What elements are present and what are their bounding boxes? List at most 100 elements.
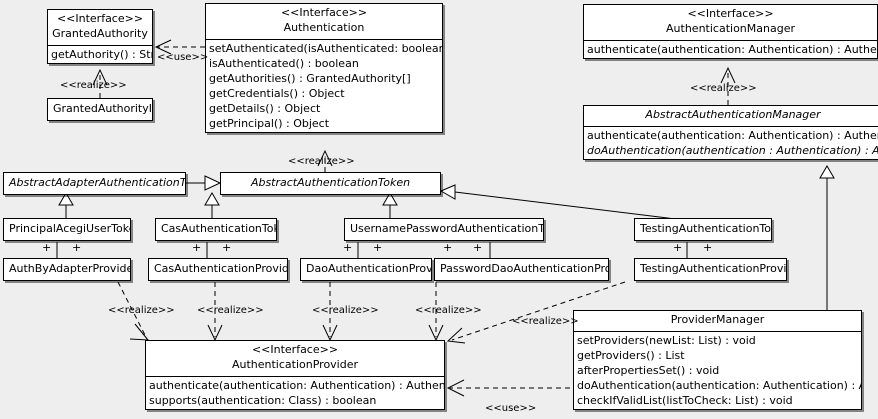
edge-label-realize-providermanager: <<realize>> <box>512 316 579 327</box>
class-header: <<Interface>> GrantedAuthority <box>48 10 152 45</box>
class-granted-authority-impl[interactable]: GrantedAuthorityImpl <box>47 98 153 121</box>
edge-label-realize-passworddao: <<realize>> <box>415 305 482 316</box>
class-name: GrantedAuthority <box>52 26 148 40</box>
class-name: AbstractAdapterAuthenticationToken <box>9 176 186 189</box>
edge-generalization-usernamepasswordtoken <box>382 192 398 218</box>
edge-generalization-providermanager-to-abstractmanager <box>819 165 835 310</box>
class-name: CasAuthenticationProvider <box>154 262 288 275</box>
method-row: getPrincipal() : Object <box>209 116 330 130</box>
class-name: ProviderManager <box>670 313 765 326</box>
class-name: UsernamePasswordAuthenticationToken <box>350 222 544 235</box>
class-name: DaoAuthenticationProvider <box>306 262 432 275</box>
class-header: CasAuthenticationToken <box>156 219 276 240</box>
assoc-plus-marker: + <box>192 241 202 254</box>
method-compartment: authenticate(authentication: Authenticat… <box>584 125 878 159</box>
class-header: CasAuthenticationProvider <box>149 259 287 280</box>
method-row: authenticate(authentication: Authenticat… <box>149 378 444 392</box>
assoc-plus-marker: + <box>703 241 713 254</box>
method-row: authenticate(authentication: Authenticat… <box>587 128 878 142</box>
class-principal-acegi-user-token[interactable]: PrincipalAcegiUserToken <box>3 218 131 241</box>
class-provider-manager[interactable]: ProviderManager setProviders(newList: Li… <box>573 310 862 410</box>
method-row: isAuthenticated() : boolean <box>209 56 359 70</box>
class-header: <<Interface>> AuthenticationManager <box>584 5 877 40</box>
edge-label-use-providermanager: <<use>> <box>485 403 537 414</box>
assoc-plus-marker: + <box>343 241 353 254</box>
class-abstract-adapter-authentication-token[interactable]: AbstractAdapterAuthenticationToken <box>3 172 186 195</box>
class-header: ProviderManager <box>574 311 861 331</box>
class-cas-authentication-token[interactable]: CasAuthenticationToken <box>155 218 277 241</box>
edge-label-realize-dao: <<realize>> <box>312 305 379 316</box>
class-header: AbstractAdapterAuthenticationToken <box>4 173 185 194</box>
assoc-plus-marker: + <box>72 241 82 254</box>
class-testing-authentication-provider[interactable]: TestingAuthenticationProvider <box>634 258 787 281</box>
assoc-plus-marker: + <box>673 241 683 254</box>
class-name: CasAuthenticationToken <box>161 222 276 235</box>
assoc-plus-marker: + <box>373 241 383 254</box>
assoc-plus-marker: + <box>42 241 52 254</box>
class-name: TestingAuthenticationToken <box>640 222 772 235</box>
edge-label-realize-cas: <<realize>> <box>197 305 264 316</box>
class-abstract-authentication-manager[interactable]: AbstractAuthenticationManager authentica… <box>583 105 878 160</box>
edge-generalization-testingauthenticationtoken <box>439 184 701 223</box>
method-row: doAuthentication(authentication: Authent… <box>577 378 861 392</box>
class-cas-authentication-provider[interactable]: CasAuthenticationProvider <box>148 258 288 281</box>
class-testing-authentication-token[interactable]: TestingAuthenticationToken <box>634 218 772 241</box>
class-authentication[interactable]: <<Interface>> Authentication setAuthenti… <box>205 3 443 133</box>
assoc-plus-marker: + <box>222 241 232 254</box>
class-header: TestingAuthenticationProvider <box>635 259 786 280</box>
class-header: TestingAuthenticationToken <box>635 219 771 240</box>
class-abstract-authentication-token[interactable]: AbstractAuthenticationToken <box>220 172 441 195</box>
class-name: TestingAuthenticationProvider <box>640 262 787 275</box>
method-row: afterPropertiesSet() : void <box>577 363 720 377</box>
class-name: Authentication <box>283 20 365 34</box>
method-compartment: setProviders(newList: List) : void getPr… <box>574 330 861 409</box>
class-granted-authority[interactable]: <<Interface>> GrantedAuthority getAuthor… <box>47 9 153 64</box>
class-authentication-provider[interactable]: <<Interface>> AuthenticationProvider aut… <box>145 340 445 410</box>
method-row: getProviders() : List <box>577 348 685 362</box>
class-header: AuthByAdapterProvider <box>4 259 130 280</box>
edge-label-realize-authbyadapter: <<realize>> <box>108 305 175 316</box>
class-header: AbstractAuthenticationManager <box>584 106 878 126</box>
stereotype-label: <<Interface>> <box>56 12 144 25</box>
class-name: AbstractAuthenticationManager <box>645 108 821 121</box>
class-header: GrantedAuthorityImpl <box>48 99 152 120</box>
method-row: getDetails() : Object <box>209 101 321 115</box>
class-name: AuthenticationManager <box>666 21 795 35</box>
method-row: supports(authentication: Class) : boolea… <box>149 393 377 407</box>
class-auth-by-adapter-provider[interactable]: AuthByAdapterProvider <box>3 258 131 281</box>
class-header: UsernamePasswordAuthenticationToken <box>345 219 543 240</box>
edge-label-realize-abstractmanager: <<realize>> <box>690 83 757 94</box>
stereotype-label: <<Interface>> <box>687 7 774 20</box>
class-password-dao-authentication-provider[interactable]: PasswordDaoAuthenticationProvider <box>434 258 609 281</box>
assoc-plus-marker: + <box>443 241 453 254</box>
edge-generalization-adaptertoken-to-abstracttoken <box>186 175 222 191</box>
class-username-password-authentication-token[interactable]: UsernamePasswordAuthenticationToken <box>344 218 544 241</box>
class-header: <<Interface>> AuthenticationProvider <box>146 341 444 376</box>
edge-label-realize-grantedauthorityimpl: <<realize>> <box>60 80 127 91</box>
method-row: checkIfValidList(listToCheck: List) : vo… <box>577 393 793 407</box>
edge-generalization-casauthenticationtoken <box>204 192 220 218</box>
method-row: authenticate(authentication: Authenticat… <box>587 42 877 56</box>
method-compartment: getAuthority() : String <box>48 44 152 63</box>
method-compartment: setAuthenticated(isAuthenticated: boolea… <box>206 38 442 132</box>
class-header: PrincipalAcegiUserToken <box>4 219 130 240</box>
class-dao-authentication-provider[interactable]: DaoAuthenticationProvider <box>300 258 432 281</box>
class-header: AbstractAuthenticationToken <box>221 173 440 194</box>
edge-label-realize-abstracttoken-authentication: <<realize>> <box>288 156 355 167</box>
class-name: PrincipalAcegiUserToken <box>9 222 131 235</box>
edge-label-use-authentication-grantedauthority: <<use>> <box>157 52 209 63</box>
method-row: getAuthorities() : GrantedAuthority[] <box>209 71 411 85</box>
method-row: getAuthority() : String <box>51 47 152 61</box>
stereotype-label: <<Interface>> <box>280 6 368 19</box>
class-name: AuthByAdapterProvider <box>9 262 131 275</box>
class-name: GrantedAuthorityImpl <box>53 102 152 115</box>
class-authentication-manager[interactable]: <<Interface>> AuthenticationManager auth… <box>583 4 878 59</box>
method-compartment: authenticate(authentication: Authenticat… <box>146 375 444 409</box>
class-name: PasswordDaoAuthenticationProvider <box>440 262 608 275</box>
class-name: AbstractAuthenticationToken <box>250 176 411 189</box>
class-header: <<Interface>> Authentication <box>206 4 442 39</box>
class-name: AuthenticationProvider <box>231 357 359 371</box>
method-row: setProviders(newList: List) : void <box>577 333 756 347</box>
class-header: PasswordDaoAuthenticationProvider <box>435 259 608 280</box>
